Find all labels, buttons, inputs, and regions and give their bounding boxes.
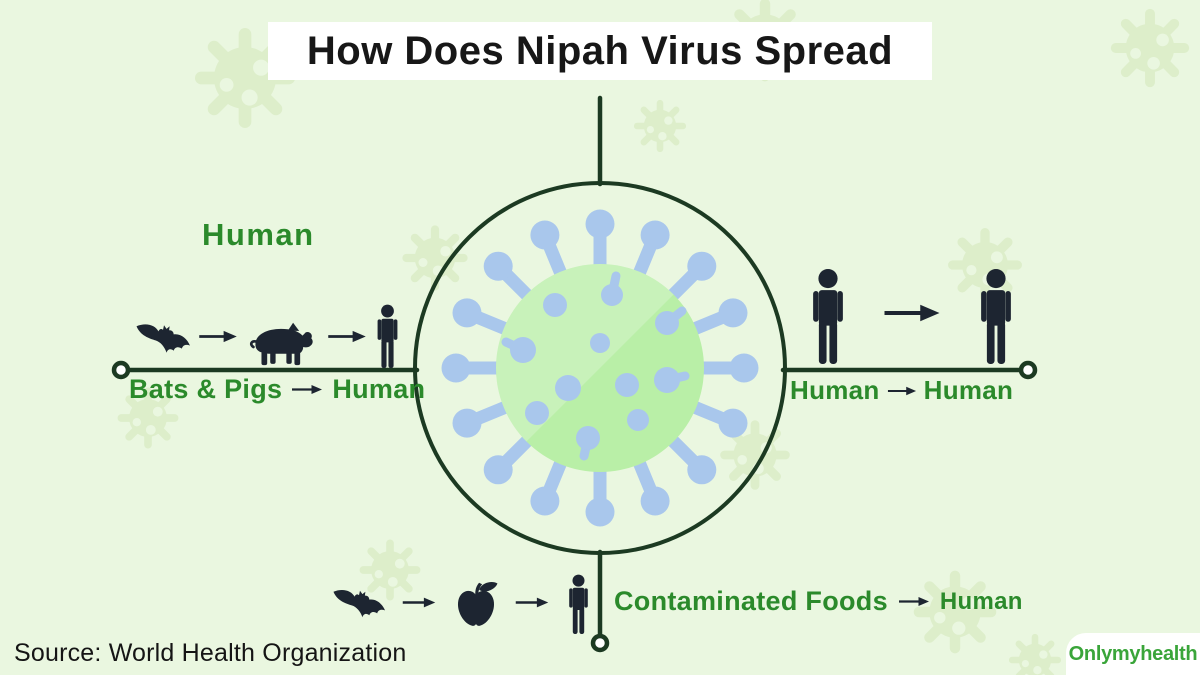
- person-icon: [374, 304, 401, 368]
- route-human-human-icons: [806, 264, 1018, 364]
- page-title: How Does Nipah Virus Spread: [268, 22, 932, 80]
- label-human-human-to: Human: [923, 375, 1014, 405]
- route-contaminated-foods-icons: [332, 570, 592, 634]
- label-human-human-from: Human: [790, 375, 880, 405]
- brand-logo-text: Onlymyhealth: [1068, 642, 1198, 665]
- arrow-icon: [898, 595, 930, 608]
- person-icon: [565, 574, 592, 634]
- pig-icon: [246, 322, 320, 368]
- route-bats-pigs-icons: [135, 302, 401, 368]
- connector-lines: [126, 95, 1024, 639]
- apple-icon: [453, 576, 499, 634]
- brand-badge: Onlymyhealth: [1066, 633, 1200, 675]
- virus-highlight: [496, 264, 674, 442]
- arrow-icon: [198, 329, 238, 344]
- arrow-icon: [874, 302, 950, 324]
- bat-icon: [135, 315, 191, 363]
- label-bats-pigs-to: Human: [332, 374, 426, 404]
- label-bats-pigs-from: Bats & Pigs: [129, 374, 283, 404]
- arrow-icon: [401, 596, 437, 609]
- arrow-icon: [327, 329, 367, 344]
- bat-icon: [332, 582, 386, 626]
- person-icon: [974, 268, 1018, 364]
- label-contaminated-foods-to: Human: [939, 587, 1023, 615]
- arrow-icon: [887, 385, 917, 397]
- arrow-icon: [514, 596, 550, 609]
- top-human-label: Human: [202, 217, 315, 252]
- person-icon: [806, 268, 850, 364]
- label-contaminated-foods-from: Contaminated Foods: [614, 586, 888, 616]
- virus-body: [496, 264, 704, 472]
- central-circle: [413, 181, 787, 555]
- source-attribution: Source: World Health Organization: [14, 639, 407, 667]
- label-contaminated-foods: Contaminated Foods Human: [614, 586, 1023, 617]
- line-end-rings: [111, 360, 1038, 653]
- label-bats-pigs: Bats & Pigs Human: [129, 374, 425, 405]
- arrow-icon: [291, 383, 323, 396]
- virus-dots: [510, 284, 680, 450]
- virus-illustration: [441, 209, 759, 527]
- label-human-human: Human Human: [790, 375, 1013, 406]
